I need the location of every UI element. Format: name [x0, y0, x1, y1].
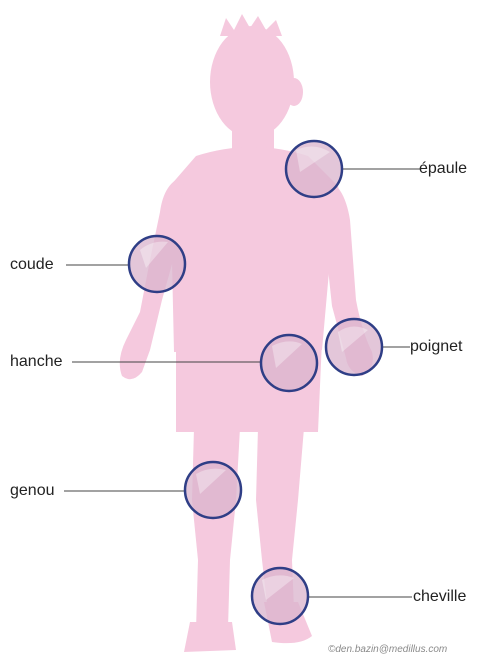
head	[210, 26, 294, 138]
credit-text: ©den.bazin@medillus.com	[328, 644, 447, 655]
label-hanche: hanche	[10, 353, 63, 371]
label-epaule: épaule	[419, 160, 467, 178]
label-cheville: cheville	[413, 588, 466, 606]
ear	[285, 78, 303, 106]
label-genou: genou	[10, 482, 55, 500]
label-coude: coude	[10, 256, 54, 274]
leg-left	[192, 428, 240, 630]
label-poignet: poignet	[410, 338, 463, 356]
shoe-left	[184, 622, 236, 652]
